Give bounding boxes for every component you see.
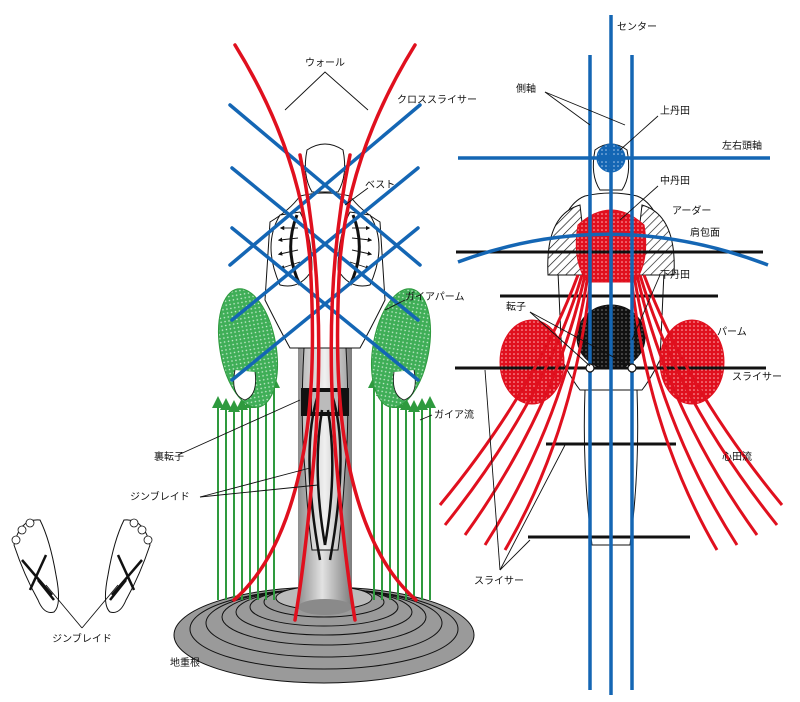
shoulder-wrap-arc xyxy=(457,232,769,267)
trochanter-dot-left xyxy=(585,363,595,373)
jinblade-strands xyxy=(308,394,342,561)
back-body-outline xyxy=(264,143,386,551)
heart-flow-right xyxy=(629,274,784,551)
label-back-trochanter: 裏転子 xyxy=(154,450,184,463)
label-lr-head-axis: 左右頭軸 xyxy=(722,139,762,152)
label-palm: パーム xyxy=(717,326,747,338)
left-foot xyxy=(11,518,60,613)
label-center: センター xyxy=(617,21,657,33)
feet-group: ジンブレイド xyxy=(11,518,153,645)
vest-arrows xyxy=(277,225,373,270)
feet-leader-lines xyxy=(45,584,119,629)
gaia-flow-arrows-left xyxy=(212,376,280,600)
wall-curves xyxy=(232,43,418,622)
label-jinblade-center: ジンブレイド xyxy=(130,490,190,503)
label-heart-flow: 心田流 xyxy=(722,450,752,463)
label-riser-bottom: スライサー xyxy=(474,575,524,587)
label-riser-right: スライサー xyxy=(732,371,782,383)
cross-riser-lines xyxy=(228,103,422,382)
heart-flow-left xyxy=(438,274,593,551)
label-arder: アーダー xyxy=(672,204,711,217)
label-middle-dantian: 中丹田 xyxy=(660,174,690,187)
label-vest: ベスト xyxy=(365,179,395,191)
gaia-flow-arrows-right xyxy=(368,376,436,600)
label-shoulder-wrap: 肩包面 xyxy=(690,226,720,239)
label-trochanter: 転子 xyxy=(506,301,526,313)
left-leader-lines xyxy=(177,71,433,498)
palm-right xyxy=(659,319,725,405)
label-jinblade-feet: ジンブレイド xyxy=(52,632,112,645)
right-leader-lines xyxy=(484,91,661,571)
label-cross-riser: クロススライサー xyxy=(397,94,477,106)
label-side-axis: 側軸 xyxy=(516,82,536,95)
right-figure-group: センター 側軸 上丹田 左右頭軸 中丹田 アーダー 肩包面 下丹田 転子 パーム… xyxy=(438,15,784,695)
label-gaia-palm: ガイアパーム xyxy=(405,291,465,303)
right-foot xyxy=(104,518,153,613)
label-upper-dantian: 上丹田 xyxy=(660,105,690,117)
left-figure-group: ウォール クロススライサー ベスト ガイアパーム ガイア流 裏転子 ジンブレイド… xyxy=(130,43,477,684)
label-lower-dantian: 下丹田 xyxy=(660,269,690,281)
label-earth-root: 地重根 xyxy=(170,656,200,669)
label-wall: ウォール xyxy=(305,57,345,69)
label-gaia-flow: ガイア流 xyxy=(434,408,474,421)
